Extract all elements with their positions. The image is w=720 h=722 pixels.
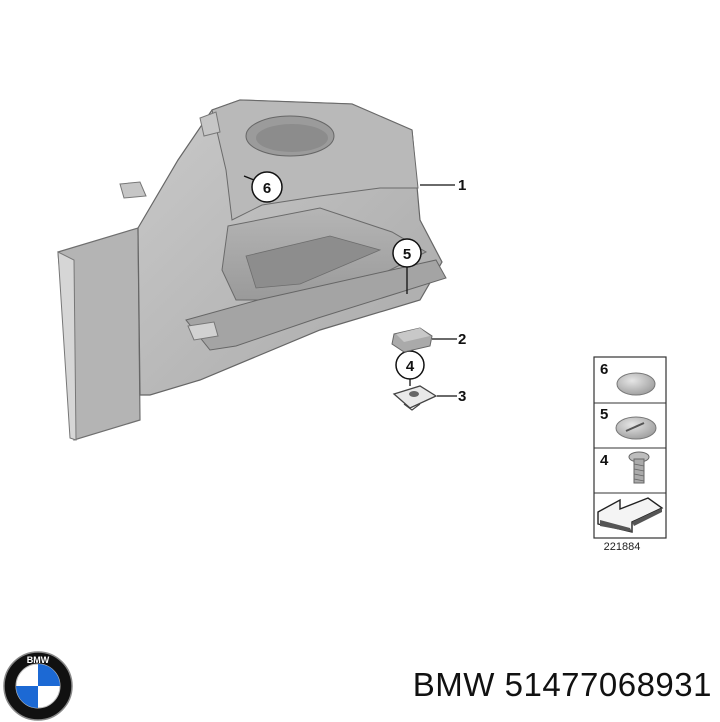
callout-6: 6 <box>251 171 283 203</box>
callout-1-label: 1 <box>458 177 466 194</box>
legend-item-5-label: 5 <box>600 406 608 423</box>
reference-number: 221884 <box>603 541 641 553</box>
callout-4-label: 4 <box>406 358 415 375</box>
callout-3-label: 3 <box>458 388 466 405</box>
trunk-trim-panel <box>57 99 447 441</box>
bmw-roundel-logo: BMW <box>3 651 73 721</box>
screw-icon <box>628 451 650 484</box>
logo-text: BMW <box>27 655 50 665</box>
callout-5: 5 <box>392 238 422 268</box>
cap-icon <box>616 372 656 396</box>
slotted-cap-icon <box>615 416 657 440</box>
callout-5-label: 5 <box>403 246 411 263</box>
callout-6-label: 6 <box>263 180 271 197</box>
callout-4: 4 <box>395 350 425 380</box>
legend-box: 6 5 4 <box>593 356 667 539</box>
legend-item-6-label: 6 <box>600 361 608 378</box>
arrow-icon <box>597 497 664 533</box>
part-number-caption: BMW 51477068931 <box>412 666 712 703</box>
callout-2-label: 2 <box>458 331 466 348</box>
legend-item-4-label: 4 <box>600 452 609 469</box>
leader-lines <box>243 175 457 397</box>
speed-nut-part <box>392 385 438 411</box>
clip-part <box>391 327 433 353</box>
